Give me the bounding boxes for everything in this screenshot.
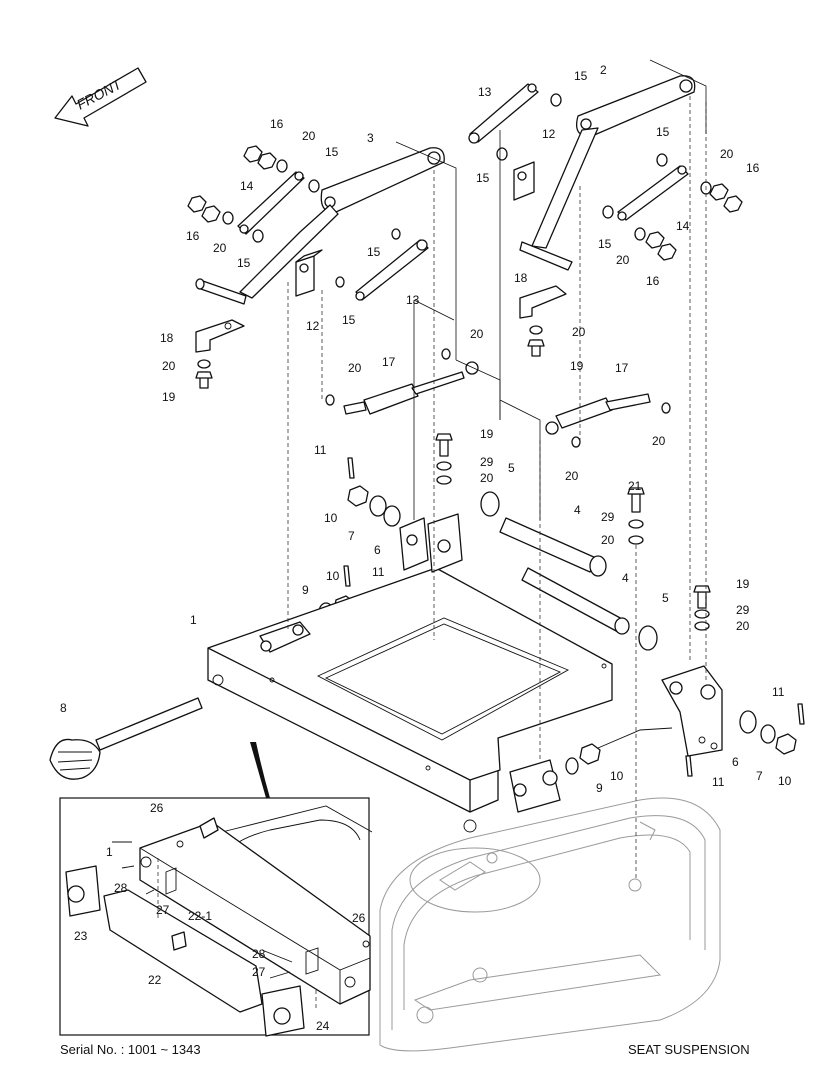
callout-6: 6 [732, 755, 739, 769]
callout-29: 29 [736, 603, 750, 617]
callout-14: 14 [240, 179, 254, 193]
callout-20: 20 [601, 533, 615, 547]
callout-10: 10 [326, 569, 340, 583]
callout-20: 20 [736, 619, 750, 633]
callout-1: 1 [106, 845, 113, 859]
callout-15: 15 [656, 125, 670, 139]
callout-15: 15 [476, 171, 490, 185]
callout-22-1: 22-1 [188, 909, 212, 923]
callout-13: 13 [406, 293, 420, 307]
callout-13: 13 [478, 85, 492, 99]
callout-27: 27 [252, 965, 266, 979]
drawing-title: SEAT SUSPENSION [628, 1042, 750, 1057]
callout-27: 27 [156, 903, 170, 917]
front-arrow: FRONT [54, 67, 147, 127]
adjuster-knob-shaft [49, 697, 203, 780]
callout-16: 16 [746, 161, 760, 175]
callout-10: 10 [778, 774, 792, 788]
callout-12: 12 [542, 127, 556, 141]
callout-5: 5 [662, 591, 669, 605]
callout-15: 15 [574, 69, 588, 83]
callout-23: 23 [74, 929, 88, 943]
callout-19: 19 [570, 359, 584, 373]
callout-20: 20 [470, 327, 484, 341]
callout-16: 16 [186, 229, 200, 243]
callout-15: 15 [325, 145, 339, 159]
callout-7: 7 [756, 769, 763, 783]
callout-16: 16 [646, 274, 660, 288]
callout-11: 11 [314, 443, 327, 457]
callout-18: 18 [514, 271, 528, 285]
callout-10: 10 [610, 769, 624, 783]
callout-20: 20 [565, 469, 579, 483]
callout-20: 20 [616, 253, 630, 267]
callout-15: 15 [237, 256, 251, 270]
callout-15: 15 [598, 237, 612, 251]
callout-6: 6 [374, 543, 381, 557]
callout-12: 12 [306, 319, 320, 333]
callout-15: 15 [367, 245, 381, 259]
inset-detail-panel [59, 742, 373, 1037]
callout-5: 5 [508, 461, 515, 475]
callout-11: 11 [372, 565, 385, 579]
callout-22: 22 [148, 973, 162, 987]
gas-spring-left [325, 348, 479, 415]
callout-9: 9 [596, 781, 603, 795]
callout-20: 20 [572, 325, 586, 339]
callout-29: 29 [601, 510, 615, 524]
guide-lines [287, 59, 707, 880]
gas-spring-right [545, 393, 671, 448]
callout-18: 18 [160, 331, 174, 345]
right-upper-links [468, 75, 743, 357]
callout-11: 11 [712, 775, 725, 789]
callout-28: 28 [252, 947, 266, 961]
base-frame [207, 513, 613, 833]
callout-19: 19 [736, 577, 750, 591]
serial-number: Serial No. : 1001 ~ 1343 [60, 1042, 201, 1057]
callout-17: 17 [615, 361, 629, 375]
callout-8: 8 [60, 701, 67, 715]
middle-fasteners [318, 433, 711, 651]
seat-cushion-outline [379, 797, 721, 1052]
left-upper-links [187, 145, 445, 389]
callout-26: 26 [150, 801, 164, 815]
callout-21: 21 [628, 479, 642, 493]
callout-20: 20 [302, 129, 316, 143]
callout-20: 20 [720, 147, 734, 161]
callout-20: 20 [213, 241, 227, 255]
callout-20: 20 [162, 359, 176, 373]
callout-20: 20 [348, 361, 362, 375]
callout-20: 20 [652, 434, 666, 448]
callout-19: 19 [480, 427, 494, 441]
callout-7: 7 [348, 529, 355, 543]
callout-10: 10 [324, 511, 338, 525]
callout-3: 3 [367, 131, 374, 145]
callout-29: 29 [480, 455, 494, 469]
callout-1: 1 [190, 613, 197, 627]
callout-28: 28 [114, 881, 128, 895]
callout-24: 24 [316, 1019, 330, 1033]
callout-20: 20 [480, 471, 494, 485]
callout-17: 17 [382, 355, 396, 369]
callout-9: 9 [302, 583, 309, 597]
callout-4: 4 [622, 571, 629, 585]
callout-15: 15 [342, 313, 356, 327]
callout-2: 2 [600, 63, 607, 77]
callout-19: 19 [162, 390, 176, 404]
callout-11: 11 [772, 685, 785, 699]
callout-16: 16 [270, 117, 284, 131]
callout-4: 4 [574, 503, 581, 517]
callout-26: 26 [352, 911, 366, 925]
callout-14: 14 [676, 219, 690, 233]
right-side-bracket [565, 665, 805, 777]
